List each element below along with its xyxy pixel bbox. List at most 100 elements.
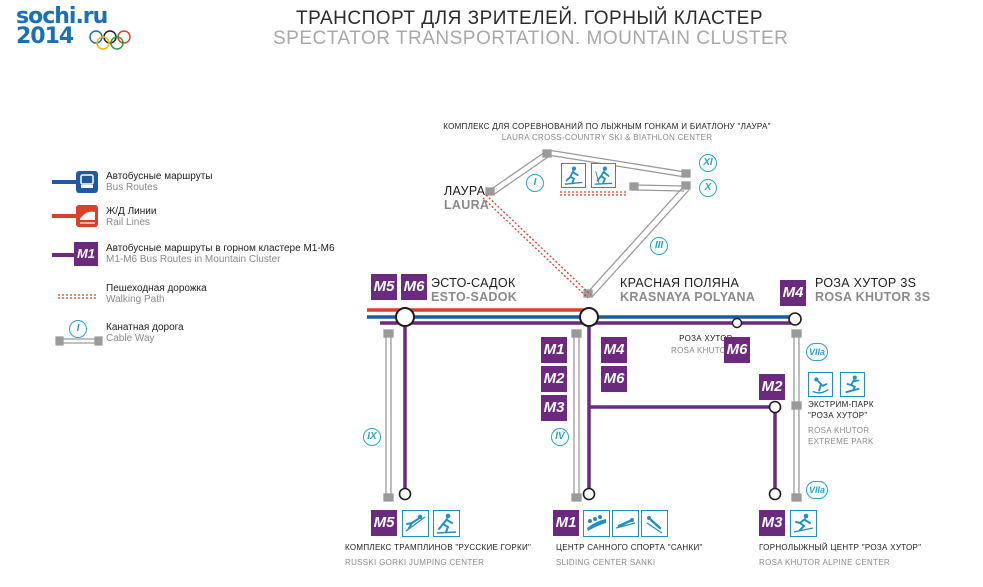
- page-title-en: SPECTATOR TRANSPORTATION. MOUNTAIN CLUST…: [273, 28, 789, 49]
- ski-jumping-icon: [402, 510, 429, 537]
- legend-rail-en: Rail Lines: [106, 217, 150, 228]
- luge-icon: [612, 510, 639, 537]
- esto-sadok-en: ESTO-SADOK: [431, 290, 518, 304]
- cable-way-x: [629, 182, 685, 192]
- cable-badge-iv: IV: [551, 428, 569, 446]
- extreme-park-en1: ROSA KHUTOR: [808, 426, 870, 435]
- route-badge-alpine-m3[interactable]: M3: [759, 510, 785, 536]
- nordic-combined-icon: [433, 510, 460, 537]
- legend-cable-en: Cable Way: [106, 333, 155, 344]
- station-krasnaya-polyana[interactable]: [579, 307, 599, 327]
- legend-walk-ru: Пешеходная дорожка: [106, 283, 207, 294]
- stop-jumping[interactable]: [398, 487, 412, 501]
- laura-ru: ЛАУРА: [444, 184, 486, 198]
- legend-bus: Автобусные маршруты Bus Routes: [106, 171, 212, 193]
- sochi-2014-logo: sochi.ru 2014: [16, 4, 146, 54]
- route-badge-m6[interactable]: M6: [401, 274, 427, 300]
- station-esto-sadok-label: ЭСТО-САДОК ESTO-SADOK: [431, 276, 517, 304]
- route-badge-kp-m1[interactable]: M1: [541, 337, 567, 363]
- route-badge-kp-m3[interactable]: M3: [541, 395, 567, 421]
- krasnaya-polyana-en: KRASNAYA POLYANA: [620, 290, 756, 304]
- jumping-center-label: КОМПЛЕКС ТРАМПЛИНОВ "РУССКИЕ ГОРКИ" RUSS…: [345, 543, 531, 567]
- stop-rosa-khutor[interactable]: [731, 317, 743, 329]
- legend-mountain: Автобусные маршруты в горном кластере М1…: [106, 243, 335, 265]
- station-rosa-khutor-3s-label: РОЗА ХУТОР 3S ROSA KHUTOR 3S: [815, 276, 930, 304]
- laura-en: LAURA: [444, 198, 490, 212]
- alpine-center-label: ГОРНОЛЫЖНЫЙ ЦЕНТР "РОЗА ХУТОР" ROSA KHUT…: [759, 543, 921, 567]
- laura-complex-en: LAURA CROSS-COUNTRY SKI & BIATHLON CENTE…: [501, 133, 713, 142]
- sliding-en: SLIDING CENTER SANKI: [556, 558, 656, 567]
- legend-cable-line: [55, 336, 103, 346]
- cable-way-viia: [791, 329, 802, 502]
- walking-path-laura-center: [560, 191, 628, 196]
- cable-way-xi: [547, 149, 691, 178]
- legend-walk-en: Walking Path: [106, 294, 165, 305]
- laura-complex-label: КОМПЛЕКС ДЛЯ СОРЕВНОВАНИЙ ПО ЛЫЖНЫМ ГОНК…: [437, 122, 777, 142]
- cross-country-icon: [591, 163, 616, 188]
- freestyle-icon: [808, 372, 833, 397]
- rosa-khutor-stop-en: ROSA KHUTOR: [671, 346, 733, 355]
- bobsleigh-icon: [583, 510, 610, 537]
- station-rosa-khutor-3s[interactable]: [788, 312, 802, 326]
- legend-bus-en: Bus Routes: [106, 182, 158, 193]
- jumping-ru: КОМПЛЕКС ТРАМПЛИНОВ "РУССКИЕ ГОРКИ": [345, 543, 532, 552]
- stop-junction[interactable]: [768, 400, 782, 414]
- route-badge-rosa-m2[interactable]: M2: [759, 374, 785, 400]
- stop-rosa-khutor-label: РОЗА ХУТОР ROSA KHUTOR: [671, 334, 732, 355]
- extreme-park-ru1: ЭКСТРИМ-ПАРК: [808, 400, 874, 409]
- legend-rail-ru: Ж/Д Линии: [106, 206, 157, 217]
- skeleton-icon: [641, 510, 668, 537]
- legend-cable-ru: Канатная дорога: [106, 322, 184, 333]
- cable-badge-xi: XI: [699, 154, 717, 172]
- cable-badge-viia-bottom: VIIa: [806, 481, 828, 499]
- cable-badge-iii: III: [650, 237, 668, 255]
- legend-cable: Канатная дорога Cable Way: [106, 322, 184, 344]
- legend-bus-ru: Автобусные маршруты: [106, 171, 213, 182]
- route-badge-rosa-m6[interactable]: M6: [724, 337, 750, 363]
- cable-way-ix: [383, 329, 394, 502]
- legend-rail: Ж/Д Линии Rail Lines: [106, 206, 156, 228]
- cable-way-iv: [571, 329, 582, 502]
- walking-path-laura: [482, 194, 592, 299]
- route-badge-kp-m4[interactable]: M4: [601, 337, 627, 363]
- legend-walk-line: [58, 294, 98, 299]
- extreme-park-label: ЭКСТРИМ-ПАРК "РОЗА ХУТОР" ROSA KHUTOR EX…: [808, 400, 874, 446]
- extreme-park-ru2: "РОЗА ХУТОР": [808, 411, 868, 420]
- station-krasnaya-polyana-label: КРАСНАЯ ПОЛЯНА KRASNAYA POLYANA: [620, 276, 755, 304]
- legend-mountain-badge: M1: [74, 242, 98, 266]
- route-badge-kp-m6[interactable]: M6: [601, 366, 627, 392]
- laura-complex-ru: КОМПЛЕКС ДЛЯ СОРЕВНОВАНИЙ ПО ЛЫЖНЫМ ГОНК…: [443, 122, 771, 131]
- route-badge-kp-m2[interactable]: M2: [541, 366, 567, 392]
- sliding-ru: ЦЕНТР САННОГО СПОРТА "САНКИ": [556, 543, 703, 552]
- route-badge-m4-rosa[interactable]: M4: [780, 280, 806, 306]
- route-badge-slide-m1[interactable]: M1: [553, 510, 579, 536]
- biathlon-icon: [561, 163, 586, 188]
- jumping-en: RUSSKI GORKI JUMPING CENTER: [345, 558, 485, 567]
- alpine-skiing-icon: [790, 510, 817, 537]
- page-title-ru: ТРАНСПОРТ ДЛЯ ЗРИТЕЛЕЙ. ГОРНЫЙ КЛАСТЕР: [296, 8, 764, 29]
- route-badge-m5[interactable]: M5: [371, 274, 397, 300]
- legend-mountain-ru: Автобусные маршруты в горном кластере М1…: [106, 243, 335, 254]
- station-esto-sadok[interactable]: [395, 307, 415, 327]
- rosa-khutor-stop-ru: РОЗА ХУТОР: [679, 334, 733, 343]
- alpine-en: ROSA KHUTOR ALPINE CENTER: [759, 558, 890, 567]
- cable-badge-ix: IX: [363, 428, 381, 446]
- esto-sadok-ru: ЭСТО-САДОК: [431, 276, 516, 290]
- stop-alpine[interactable]: [768, 487, 782, 501]
- route-badge-jump-m5[interactable]: M5: [371, 510, 397, 536]
- snowboard-icon: [840, 372, 865, 397]
- cable-badge-i: I: [526, 174, 544, 192]
- stop-sliding[interactable]: [582, 487, 596, 501]
- cable-way-i: [485, 149, 552, 196]
- rosa-khutor-3s-ru: РОЗА ХУТОР 3S: [815, 276, 917, 290]
- alpine-ru: ГОРНОЛЫЖНЫЙ ЦЕНТР "РОЗА ХУТОР": [759, 543, 922, 552]
- olympic-rings-icon: [89, 30, 131, 50]
- sliding-center-label: ЦЕНТР САННОГО СПОРТА "САНКИ" SLIDING CEN…: [556, 543, 703, 567]
- extreme-park-en2: EXTREME PARK: [808, 437, 874, 446]
- cable-badge-viia-top: VIIa: [806, 343, 828, 361]
- rosa-khutor-3s-en: ROSA KHUTOR 3S: [815, 290, 931, 304]
- krasnaya-polyana-ru: КРАСНАЯ ПОЛЯНА: [620, 276, 740, 290]
- legend-cable-badge: I: [69, 320, 87, 338]
- legend-walk: Пешеходная дорожка Walking Path: [106, 283, 207, 305]
